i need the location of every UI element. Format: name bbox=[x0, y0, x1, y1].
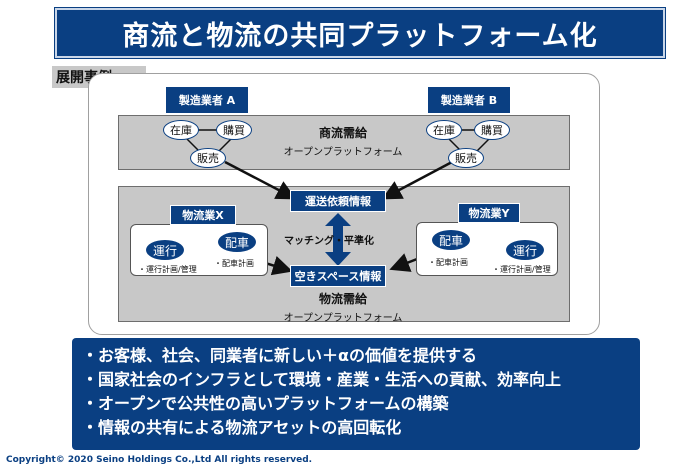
benefit-item: ・お客様、社会、同業者に新しい＋αの価値を提供する bbox=[82, 346, 477, 365]
commerce-platform-subtitle: オープンプラットフォーム bbox=[283, 147, 403, 158]
transport-request-box: 運送依頼情報 bbox=[290, 190, 386, 212]
page-title: 商流と物流の共同プラットフォーム化 bbox=[122, 20, 598, 52]
benefit-item: ・オープンで公共性の高いプラットフォームの構築 bbox=[82, 394, 449, 413]
dispatch-x-note: ・配車計画 bbox=[214, 259, 254, 268]
sales-a-node: 販売 bbox=[190, 148, 226, 168]
logistics-platform-title: 物流需給 bbox=[318, 292, 367, 306]
manufacturer-a-tag: 製造業者 A bbox=[165, 86, 249, 114]
stock-b-node: 在庫 bbox=[426, 120, 462, 140]
operation-y-node: 運行 bbox=[506, 240, 544, 260]
purchase-a-node: 購買 bbox=[216, 120, 252, 140]
arrow-b-sales-to-request bbox=[381, 160, 453, 200]
benefits-panel: ・お客様、社会、同業者に新しい＋αの価値を提供する ・国家社会のインフラとして環… bbox=[72, 338, 640, 450]
copyright-text: Copyright© 2020 Seino Holdings Co.,Ltd A… bbox=[6, 455, 313, 465]
sales-b-node: 販売 bbox=[448, 148, 484, 168]
commerce-platform-title: 商流需給 bbox=[318, 126, 367, 140]
stock-a-node: 在庫 bbox=[163, 120, 199, 140]
operation-y-note: ・運行計画/管理 bbox=[492, 265, 551, 274]
logistics-x-tag: 物流業X bbox=[170, 205, 236, 225]
manufacturer-b-tag: 製造業者 B bbox=[427, 86, 511, 114]
arrow-a-sales-to-request bbox=[224, 160, 297, 200]
matching-label: マッチング・平準化 bbox=[284, 236, 374, 247]
purchase-b-node: 購買 bbox=[474, 120, 510, 140]
dispatch-y-note: ・配車計画 bbox=[428, 258, 468, 267]
matching-double-arrow bbox=[325, 213, 351, 266]
commerce-platform-label: 商流需給 オープンプラットフォーム bbox=[268, 124, 418, 158]
logistics-platform-subtitle: オープンプラットフォーム bbox=[283, 313, 403, 324]
link-a-purchase-sales bbox=[217, 137, 233, 153]
empty-space-box: 空きスペース情報 bbox=[290, 265, 386, 287]
logistics-platform-label: 物流需給 オープンプラットフォーム bbox=[268, 290, 418, 324]
dispatch-x-node: 配車 bbox=[218, 232, 256, 252]
operation-x-note: ・運行計画/管理 bbox=[138, 265, 197, 274]
link-b-purchase-sales bbox=[475, 137, 491, 153]
dispatch-y-node: 配車 bbox=[432, 230, 470, 250]
logistics-y-tag: 物流業Y bbox=[458, 203, 520, 223]
title-bar: 商流と物流の共同プラットフォーム化 bbox=[55, 8, 665, 58]
operation-x-node: 運行 bbox=[146, 240, 184, 260]
benefit-item: ・情報の共有による物流アセットの高回転化 bbox=[82, 418, 402, 437]
benefit-item: ・国家社会のインフラとして環境・産業・生活への貢献、効率向上 bbox=[82, 370, 562, 389]
